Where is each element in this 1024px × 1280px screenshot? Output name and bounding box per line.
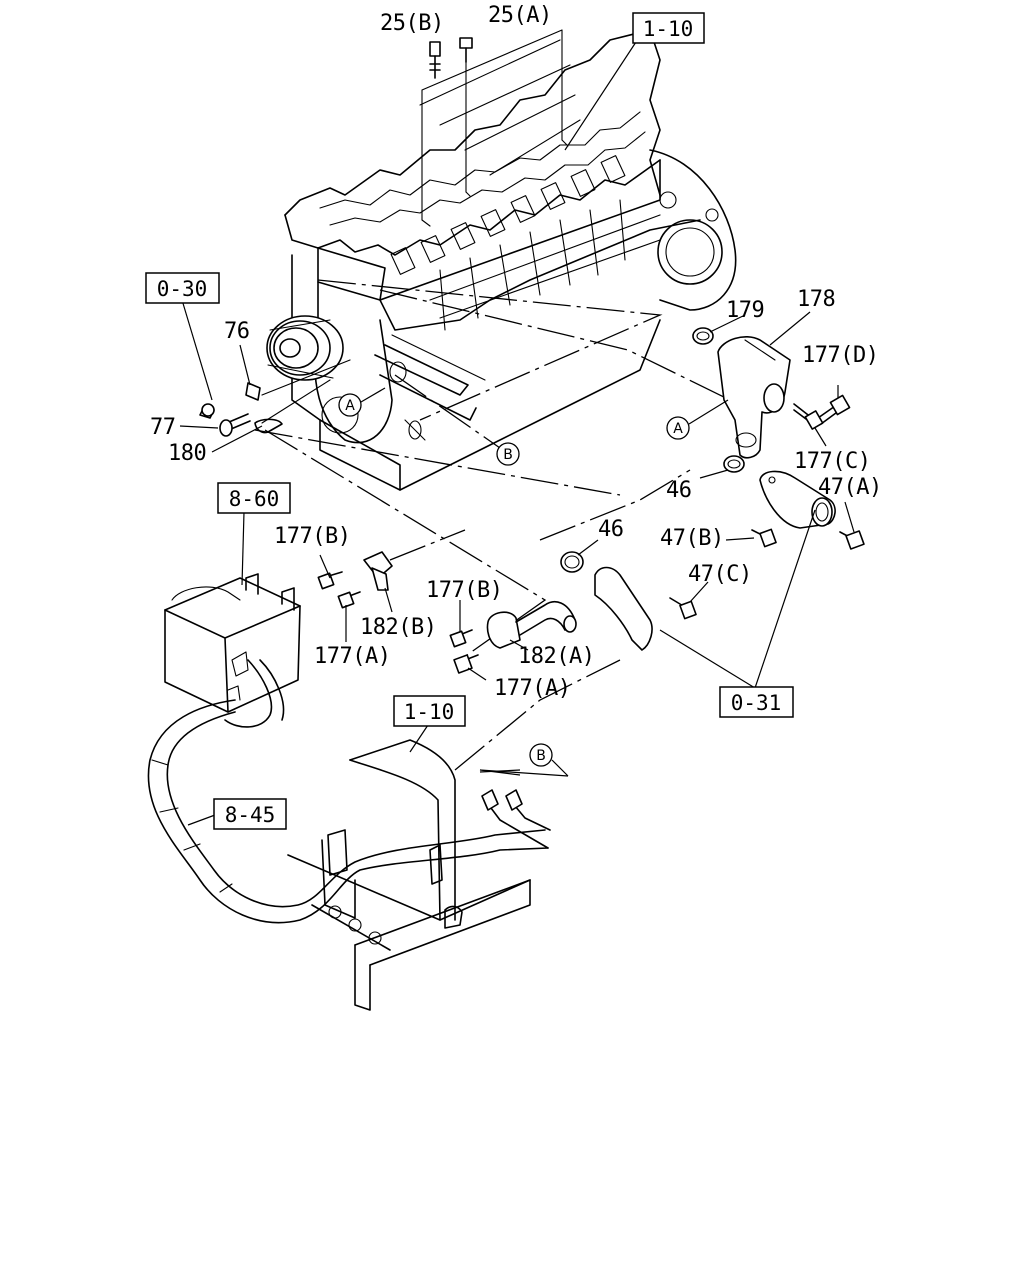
- svg-text:A: A: [673, 421, 683, 437]
- callout-182b: 182(B): [360, 615, 436, 640]
- chain-line-8: [454, 659, 621, 771]
- callout-179: 179: [726, 298, 764, 323]
- head-bolts-25: [421, 29, 569, 227]
- callout-178: 178: [797, 287, 835, 312]
- svg-text:1-10: 1-10: [404, 700, 455, 724]
- svg-text:A: A: [345, 398, 355, 414]
- callout-46-b: 46: [598, 517, 624, 542]
- ref-box-1-10-top[interactable]: 1-10: [632, 12, 705, 44]
- svg-text:8-45: 8-45: [225, 803, 276, 827]
- ref-box-0-30[interactable]: 0-30: [145, 272, 220, 304]
- thermostat-housing: [692, 327, 851, 473]
- marker-b-1: B: [496, 442, 520, 466]
- ref-box-8-60[interactable]: 8-60: [217, 482, 291, 514]
- svg-text:0-31: 0-31: [731, 691, 782, 715]
- svg-text:B: B: [503, 447, 513, 463]
- callout-177d: 177(D): [802, 343, 878, 368]
- callout-177a-2: 177(A): [494, 676, 570, 701]
- water-outlet-47: [560, 470, 865, 651]
- svg-text:1-10: 1-10: [643, 17, 694, 41]
- callout-77: 77: [150, 415, 176, 440]
- callout-47b: 47(B): [660, 526, 724, 551]
- chain-line-5: [264, 429, 547, 661]
- coolant-reservoir: [164, 573, 301, 713]
- ref-box-0-31[interactable]: 0-31: [719, 686, 794, 718]
- marker-a-2: A: [666, 416, 690, 440]
- chain-line-7: [389, 529, 466, 561]
- callout-177a-1: 177(A): [314, 644, 390, 669]
- coolant-hoses: [147, 659, 551, 924]
- chain-line-3: [254, 429, 621, 496]
- chain-line-4: [394, 374, 501, 449]
- sensors-182: [317, 551, 577, 674]
- callout-182a: 182(A): [518, 644, 594, 669]
- chain-line-6: [539, 469, 691, 541]
- callout-177c: 177(C): [794, 449, 870, 474]
- callout-177b-1: 177(B): [274, 524, 350, 549]
- callout-47c: 47(C): [688, 562, 752, 587]
- left-fittings: [199, 359, 351, 437]
- engine-block: [266, 29, 737, 491]
- svg-text:8-60: 8-60: [229, 487, 280, 511]
- svg-text:0-30: 0-30: [157, 277, 208, 301]
- callout-177b-2: 177(B): [426, 578, 502, 603]
- callout-76: 76: [224, 319, 250, 344]
- ref-box-8-45[interactable]: 8-45: [213, 798, 287, 830]
- ref-box-1-10-mid[interactable]: 1-10: [393, 695, 466, 727]
- chain-line-1: [317, 279, 663, 421]
- callout-25b: 25(B): [380, 11, 444, 36]
- callout-180: 180: [168, 441, 206, 466]
- frame-and-tank: [287, 739, 531, 1011]
- leader-lines: [179, 299, 855, 826]
- callout-46-a: 46: [666, 478, 692, 503]
- callout-25a: 25(A): [488, 3, 552, 28]
- marker-a-1: A: [338, 393, 362, 417]
- chain-line-2: [379, 289, 731, 401]
- marker-b-2: B: [529, 743, 553, 767]
- svg-text:B: B: [536, 748, 546, 764]
- callout-47a: 47(A): [818, 475, 882, 500]
